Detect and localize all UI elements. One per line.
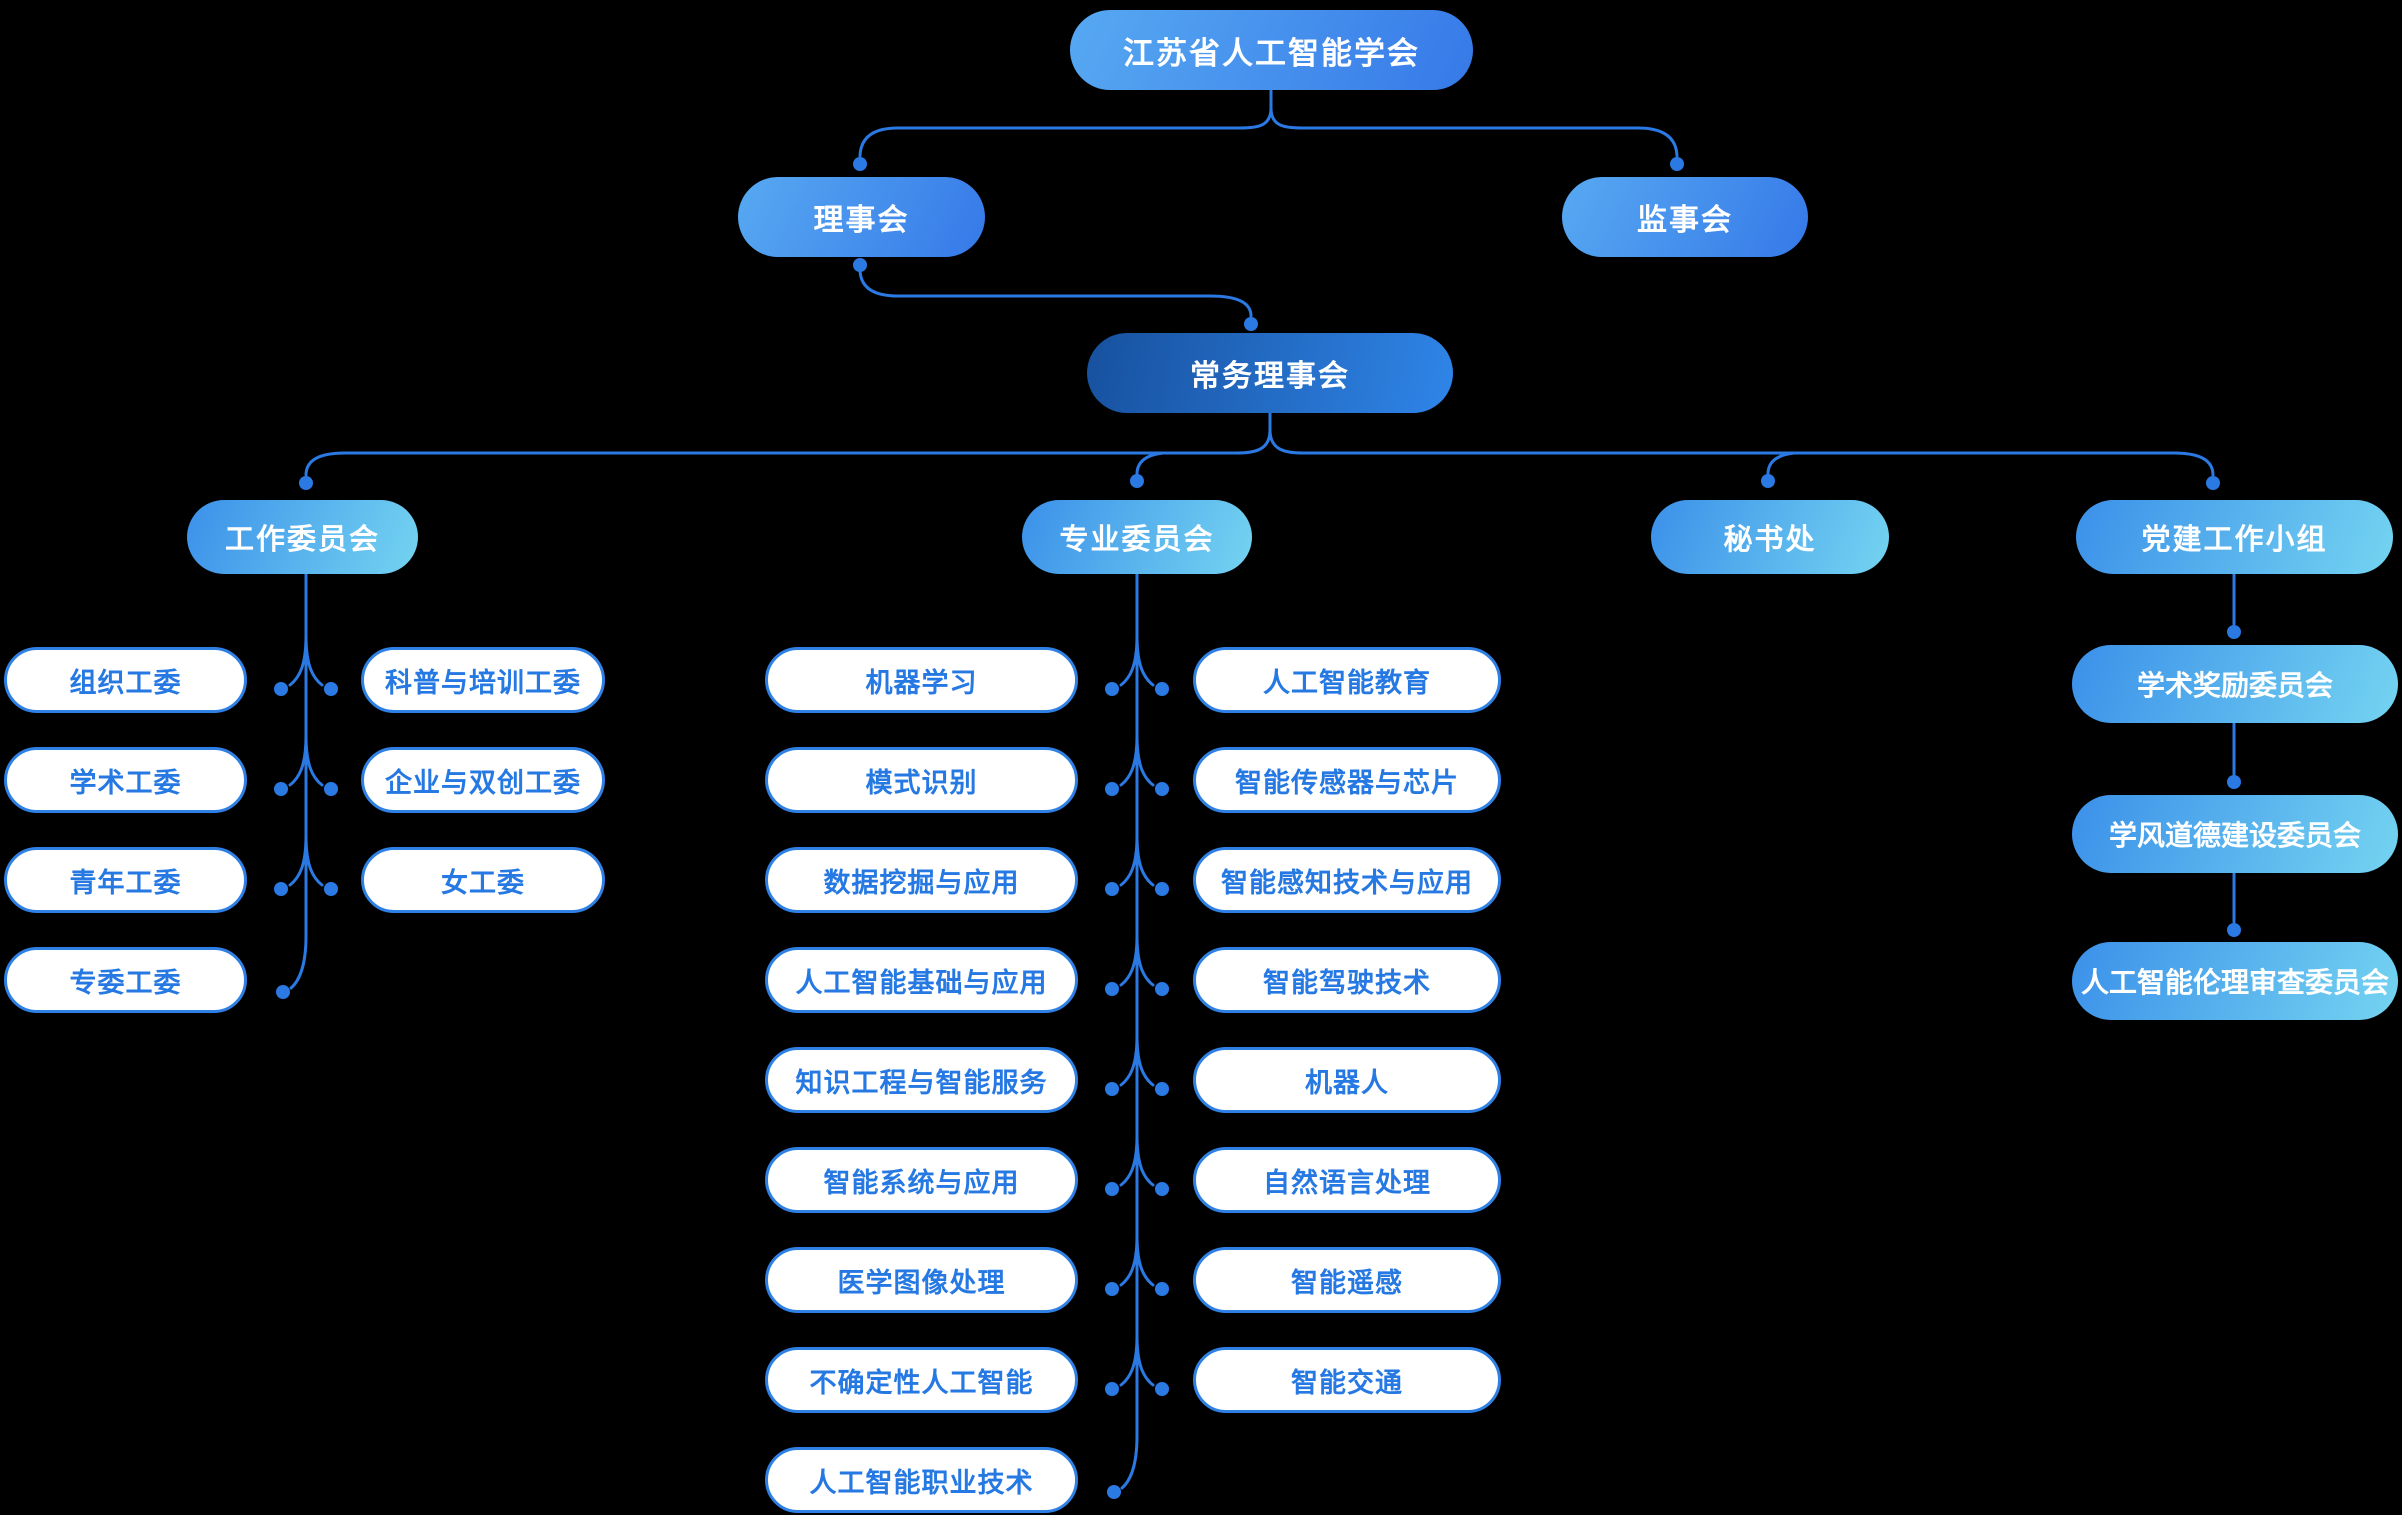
work-committee-item: 组织工委	[4, 647, 247, 713]
professional-committee-item: 人工智能基础与应用	[765, 947, 1078, 1013]
professional-committee-item: 机器人	[1193, 1047, 1501, 1113]
work-committee-item: 企业与双创工委	[361, 747, 605, 813]
work-committee-item: 青年工委	[4, 847, 247, 913]
professional-committee-item: 数据挖掘与应用	[765, 847, 1078, 913]
professional-committee-item: 智能系统与应用	[765, 1147, 1078, 1213]
professional-committee-item: 智能感知技术与应用	[1193, 847, 1501, 913]
node-work-committee: 工作委员会	[187, 500, 418, 574]
work-committee-item: 专委工委	[4, 947, 247, 1013]
party-committee-item: 人工智能伦理审查委员会	[2072, 942, 2398, 1020]
professional-committee-item: 不确定性人工智能	[765, 1347, 1078, 1413]
professional-committee-item: 智能遥感	[1193, 1247, 1501, 1313]
professional-committee-item: 智能驾驶技术	[1193, 947, 1501, 1013]
work-committee-item: 科普与培训工委	[361, 647, 605, 713]
work-committee-item: 学术工委	[4, 747, 247, 813]
professional-committee-item: 人工智能教育	[1193, 647, 1501, 713]
node-professional-committee: 专业委员会	[1022, 500, 1252, 574]
node-party-group: 党建工作小组	[2076, 500, 2393, 574]
professional-committee-item: 模式识别	[765, 747, 1078, 813]
node-supervisory-board: 监事会	[1562, 177, 1808, 257]
node-standing-council: 常务理事会	[1087, 333, 1453, 413]
professional-committee-item: 机器学习	[765, 647, 1078, 713]
party-committee-item: 学风道德建设委员会	[2072, 795, 2398, 873]
professional-committee-item: 智能传感器与芯片	[1193, 747, 1501, 813]
professional-committee-item: 知识工程与智能服务	[765, 1047, 1078, 1113]
node-council: 理事会	[738, 177, 985, 257]
professional-committee-item: 自然语言处理	[1193, 1147, 1501, 1213]
node-secretariat: 秘书处	[1651, 500, 1889, 574]
professional-committee-item: 医学图像处理	[765, 1247, 1078, 1313]
work-committee-item: 女工委	[361, 847, 605, 913]
node-society-root: 江苏省人工智能学会	[1070, 10, 1473, 90]
professional-committee-item: 智能交通	[1193, 1347, 1501, 1413]
party-committee-item: 学术奖励委员会	[2072, 645, 2398, 723]
professional-committee-item: 人工智能职业技术	[765, 1447, 1078, 1513]
